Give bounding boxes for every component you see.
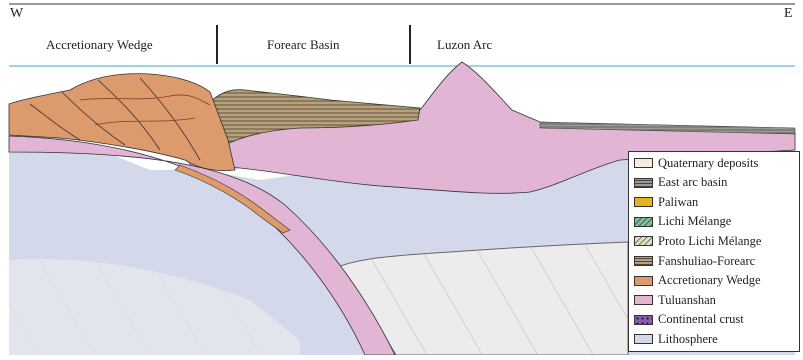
section-label-accretionary-wedge: Accretionary Wedge: [46, 37, 153, 53]
legend-swatch: [634, 295, 653, 305]
legend-item: Accretionary Wedge: [634, 273, 761, 289]
section-label-luzon-arc: Luzon Arc: [437, 37, 492, 53]
legend-label: Accretionary Wedge: [658, 273, 761, 288]
legend-swatch: [634, 197, 653, 207]
legend-item: East arc basin: [634, 175, 727, 191]
legend-label: Lichi Mélange: [658, 214, 731, 229]
header-bar: [9, 4, 795, 64]
legend-label: East arc basin: [658, 175, 727, 190]
legend-label: Fanshuliao-Forearc: [658, 254, 755, 269]
legend-item: Continental crust: [634, 312, 744, 328]
west-label: W: [10, 6, 23, 22]
legend-label: Quaternary deposits: [658, 156, 758, 171]
legend-label: Lithosphere: [658, 332, 718, 347]
legend-item: Lithosphere: [634, 331, 718, 347]
east-label: E: [784, 6, 793, 22]
legend-item: Lichi Mélange: [634, 214, 731, 230]
legend-swatch: [634, 236, 653, 246]
legend-item: Fanshuliao-Forearc: [634, 253, 755, 269]
legend-swatch: [634, 276, 653, 286]
legend-label: Paliwan: [658, 195, 698, 210]
legend-item: Quaternary deposits: [634, 155, 758, 171]
legend-swatch: [634, 217, 653, 227]
legend-label: Tuluanshan: [658, 293, 716, 308]
legend-swatch: [634, 158, 653, 168]
legend-label: Proto Lichi Mélange: [658, 234, 761, 249]
legend-swatch: [634, 315, 653, 325]
legend-label: Continental crust: [658, 312, 744, 327]
section-label-forearc-basin: Forearc Basin: [267, 37, 340, 53]
legend-swatch: [634, 334, 653, 344]
legend-swatch: [634, 256, 653, 266]
legend-item: Paliwan: [634, 194, 698, 210]
legend-item: Tuluanshan: [634, 292, 716, 308]
legend-swatch: [634, 178, 653, 188]
legend-item: Proto Lichi Mélange: [634, 233, 761, 249]
